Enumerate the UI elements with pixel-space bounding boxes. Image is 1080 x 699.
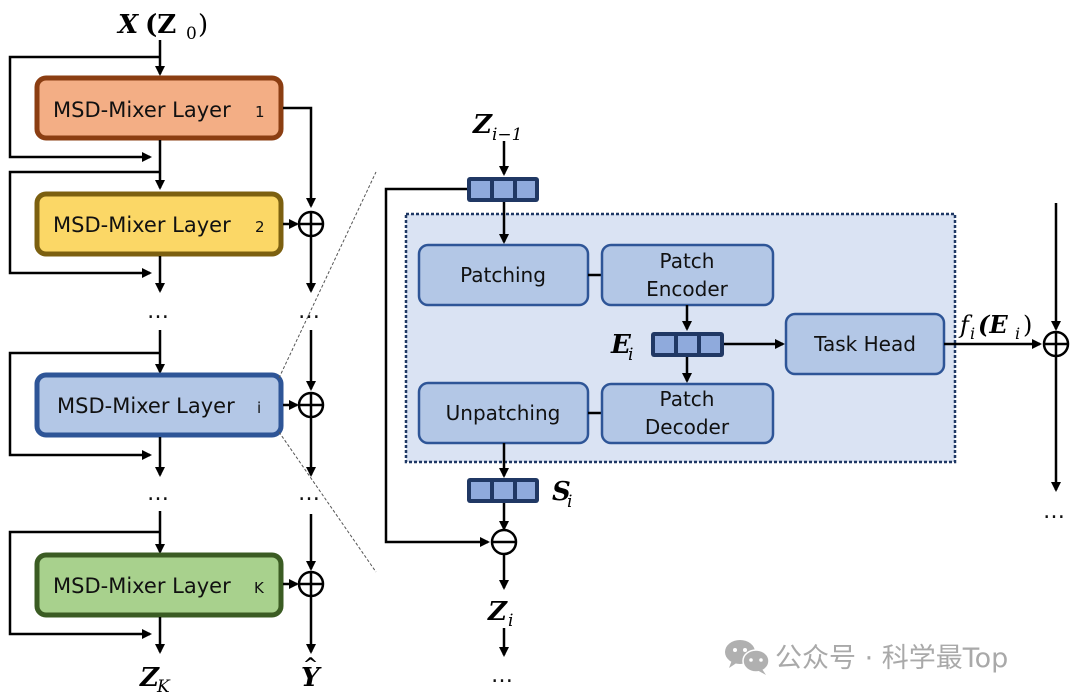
patch-decoder-label-1: Patch [660, 387, 715, 411]
head-output-f-sub: i [970, 324, 975, 343]
input-x-label: X [116, 10, 140, 40]
layer-k-block[interactable]: MSD-Mixer Layer K [34, 552, 284, 618]
detail-input-label: Z [472, 110, 493, 140]
layer-2-block[interactable]: MSD-Mixer Layer 2 [34, 191, 284, 257]
detail-ellipsis-right: … [1043, 499, 1065, 524]
patch-decoder-block[interactable]: Patch Decoder [600, 382, 775, 445]
head-output-close: ) [1023, 311, 1032, 339]
head-sum-node [1042, 330, 1070, 358]
watermark-text: 公众号 · 科学最Top [775, 643, 1008, 674]
ellipsis-right-2: … [298, 481, 320, 506]
ellipsis-left-1: … [147, 299, 169, 324]
input-z0-paren: (Z [145, 10, 176, 40]
input-close-paren: ) [198, 10, 208, 40]
layer-2-label: MSD-Mixer Layer [53, 213, 231, 237]
subtract-node [490, 528, 518, 556]
skip-connection-i [8, 351, 160, 460]
residual-tensor [467, 478, 539, 503]
output-zk-sub: K [156, 677, 171, 697]
detail-ellipsis-bottom: … [491, 663, 513, 688]
embedding-label: E [610, 330, 632, 360]
sum-node-k [297, 570, 325, 598]
embedding-tensor [651, 332, 724, 357]
detail-input-sub: i−1 [492, 125, 523, 145]
skip-connection-k [8, 530, 160, 639]
residual-path [384, 187, 490, 547]
residual-sub: i [567, 492, 572, 512]
residual-label: S [552, 477, 571, 507]
output-zi-label: Z [487, 597, 508, 627]
output-y-label: Y [301, 663, 322, 693]
watermark: 公众号 · 科学最Top [725, 640, 1008, 675]
layer-1-index: 1 [255, 103, 265, 121]
unpatching-label: Unpatching [446, 401, 561, 425]
embedding-sub: i [628, 345, 633, 365]
arrow-layer1-output [283, 106, 316, 208]
layer-i-block[interactable]: MSD-Mixer Layer i [34, 372, 284, 438]
patching-label: Patching [460, 263, 546, 287]
layer-i-label: MSD-Mixer Layer [57, 394, 235, 418]
output-y-hat: ^ [303, 654, 318, 675]
task-head-label: Task Head [813, 332, 916, 356]
skip-connection-1 [8, 55, 160, 162]
output-zi-sub: i [508, 611, 513, 631]
input-tensor [467, 177, 539, 202]
layer-2-box[interactable] [34, 191, 284, 257]
unpatching-block[interactable]: Unpatching [417, 381, 590, 445]
output-zk-label: Z [139, 663, 160, 693]
layer-k-index: K [254, 579, 265, 597]
zoom-guide-top [278, 171, 377, 379]
ellipsis-left-2: … [147, 481, 169, 506]
patching-block[interactable]: Patching [417, 243, 590, 307]
patch-encoder-block[interactable]: Patch Encoder [600, 243, 775, 307]
layer-k-label: MSD-Mixer Layer [53, 574, 231, 598]
left-stack: X (Z 0 ) MSD-Mixer Layer 1 MSD-Mixer Lay… [8, 10, 325, 697]
task-head-block[interactable]: Task Head [784, 312, 946, 376]
zoom-guide-bottom [278, 431, 377, 573]
layer-detail: Z i−1 Patching Patch Encoder E i [384, 110, 1070, 688]
input-z0-sub: 0 [186, 24, 197, 44]
layer-i-index: i [257, 399, 261, 417]
layer-i-box[interactable] [34, 372, 284, 438]
ellipsis-right-1: … [298, 299, 320, 324]
sum-node-i [297, 391, 325, 419]
wechat-icon [725, 640, 770, 675]
skip-connection-2 [8, 170, 160, 278]
layer-2-index: 2 [255, 218, 265, 236]
patch-encoder-label-2: Encoder [646, 277, 729, 301]
patch-encoder-label-1: Patch [660, 249, 715, 273]
layer-1-label: MSD-Mixer Layer [53, 98, 231, 122]
layer-k-box[interactable] [34, 552, 284, 618]
sum-node-2 [297, 210, 325, 238]
layer-1-box[interactable] [34, 75, 284, 141]
patch-decoder-label-2: Decoder [645, 415, 730, 439]
head-output-arg: (E [978, 310, 1008, 339]
layer-1-block[interactable]: MSD-Mixer Layer 1 [34, 75, 284, 141]
head-output-arg-sub: i [1015, 324, 1020, 343]
